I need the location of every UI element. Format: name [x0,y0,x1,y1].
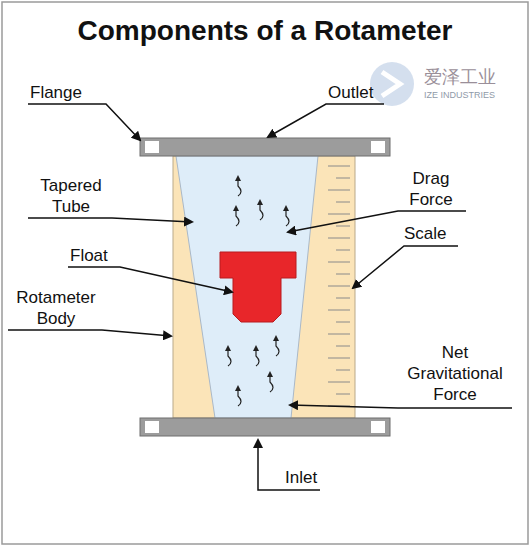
part-label: Outlet [328,82,373,103]
tapered-tube [176,156,318,418]
scale-tick [336,274,350,275]
scale-tick [328,190,350,191]
scale-tick [328,214,350,215]
scale-tick [336,178,350,179]
part-label: Tapered Tube [28,175,114,217]
scale-tick [336,250,350,251]
scale-tick [328,310,350,311]
bolt-hole [371,141,385,153]
bolt-hole [145,421,159,433]
watermark: 爱泽工业 [424,66,496,89]
part-label: Scale [404,223,447,244]
flow-arrows [228,178,289,406]
scale-ticks [328,166,350,406]
force-label: Drag Force [398,168,464,210]
scale-tick [328,358,350,359]
bolt-hole [371,421,385,433]
scale-tick [328,166,350,167]
rotameter-body [173,156,355,418]
part-label: Inlet [285,467,317,488]
scale-tick [328,262,350,263]
part-label: Float [70,245,108,266]
float [220,252,296,322]
scale-tick [336,370,350,371]
part-label: Rotameter Body [8,287,104,329]
scale-tick [336,226,350,227]
scale-tick [328,286,350,287]
bottom-flange [140,418,390,436]
watermark-logo [370,62,414,106]
diagram-title: Components of a Rotameter [0,14,530,48]
scale-tick [336,346,350,347]
force-label: Net Gravitational Force [396,342,514,405]
watermark: IZE INDUSTRIES [424,90,495,101]
part-label: Flange [30,82,82,103]
top-flange [140,138,390,156]
scale-tick [328,334,350,335]
scale-tick [328,382,350,383]
scale-tick [336,298,350,299]
leader-lines [8,104,512,490]
scale-tick [336,202,350,203]
scale-tick [336,394,350,395]
bolt-hole [145,141,159,153]
watermark-logo-mark [382,72,400,96]
scale-tick [328,238,350,239]
scale-tick [336,322,350,323]
